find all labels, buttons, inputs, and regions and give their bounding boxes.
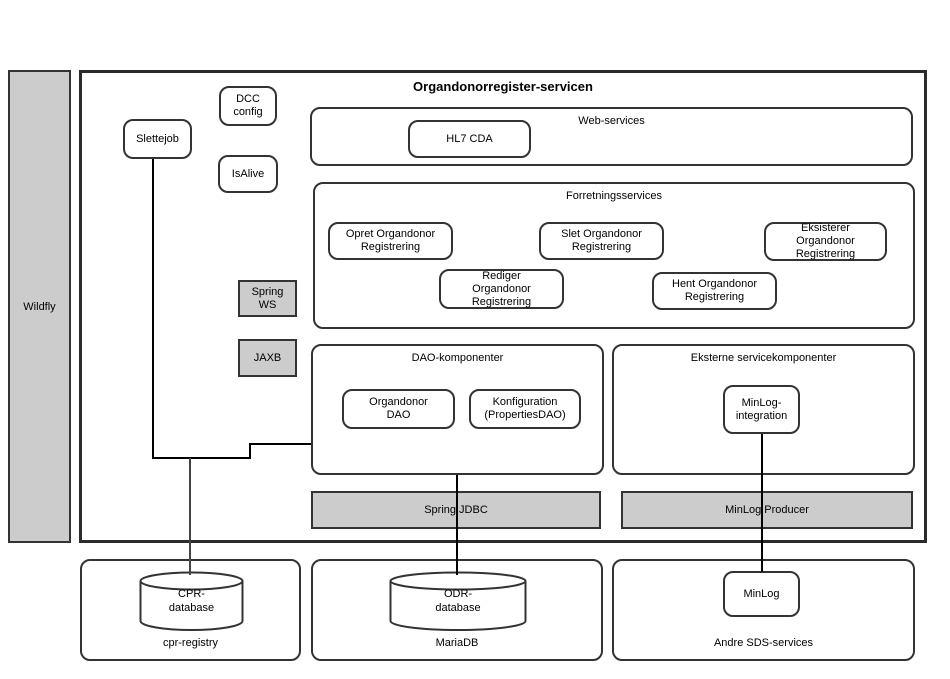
node-jaxb: JAXB [238,339,297,377]
node-spring-ws: Spring WS [238,280,297,317]
node-konfiguration-propertiesdao: Konfiguration (PropertiesDAO) [469,389,581,429]
cpr-database-label: CPR- database [168,588,215,614]
cylinder-cpr-database: CPR- database [139,571,244,632]
node-spring-jdbc: Spring JDBC [311,491,601,529]
forretningsservices-label: Forretningsservices [566,190,662,202]
node-dcc-config: DCC config [219,86,277,126]
eksterne-label: Eksterne servicekomponenter [690,352,837,364]
web-services-label: Web-services [578,115,645,127]
database-cylinder-icon [139,571,244,631]
database-cylinder-icon [389,571,527,631]
node-rediger-organdonor-registrering: Rediger Organdonor Registrering [439,269,564,309]
diagram-title: Organdonorregister-servicen [413,79,593,94]
andre-sds-services-label: Andre SDS-services [713,637,814,649]
node-minlog-integration: MinLog- integration [723,385,800,434]
node-slet-organdonor-registrering: Slet Organdonor Registrering [539,222,664,260]
node-opret-organdonor-registrering: Opret Organdonor Registrering [328,222,453,260]
node-minlog-producer: MinLog Producer [621,491,913,529]
dao-komponenter-label: DAO-komponenter [411,352,504,364]
node-minlog: MinLog [723,571,800,617]
node-eksisterer-organdonor-registrering: Eksisterer Organdonor Registrering [764,222,887,261]
odr-database-label: ODR- database [435,588,481,614]
node-hl7-cda: HL7 CDA [408,120,531,158]
cpr-registry-label: cpr-registry [162,637,218,649]
mariadb-label: MariaDB [435,637,479,649]
container-web-services: Web-services [310,107,913,166]
node-isalive: IsAlive [218,155,278,193]
node-hent-organdonor-registrering: Hent Organdonor Registrering [652,272,777,310]
cylinder-odr-database: ODR- database [389,571,527,632]
wildfly-container: Wildfly [8,70,71,543]
node-organdonor-dao: Organdonor DAO [342,389,455,429]
node-slettejob: Slettejob [123,119,192,159]
wildfly-label: Wildfly [23,300,56,313]
